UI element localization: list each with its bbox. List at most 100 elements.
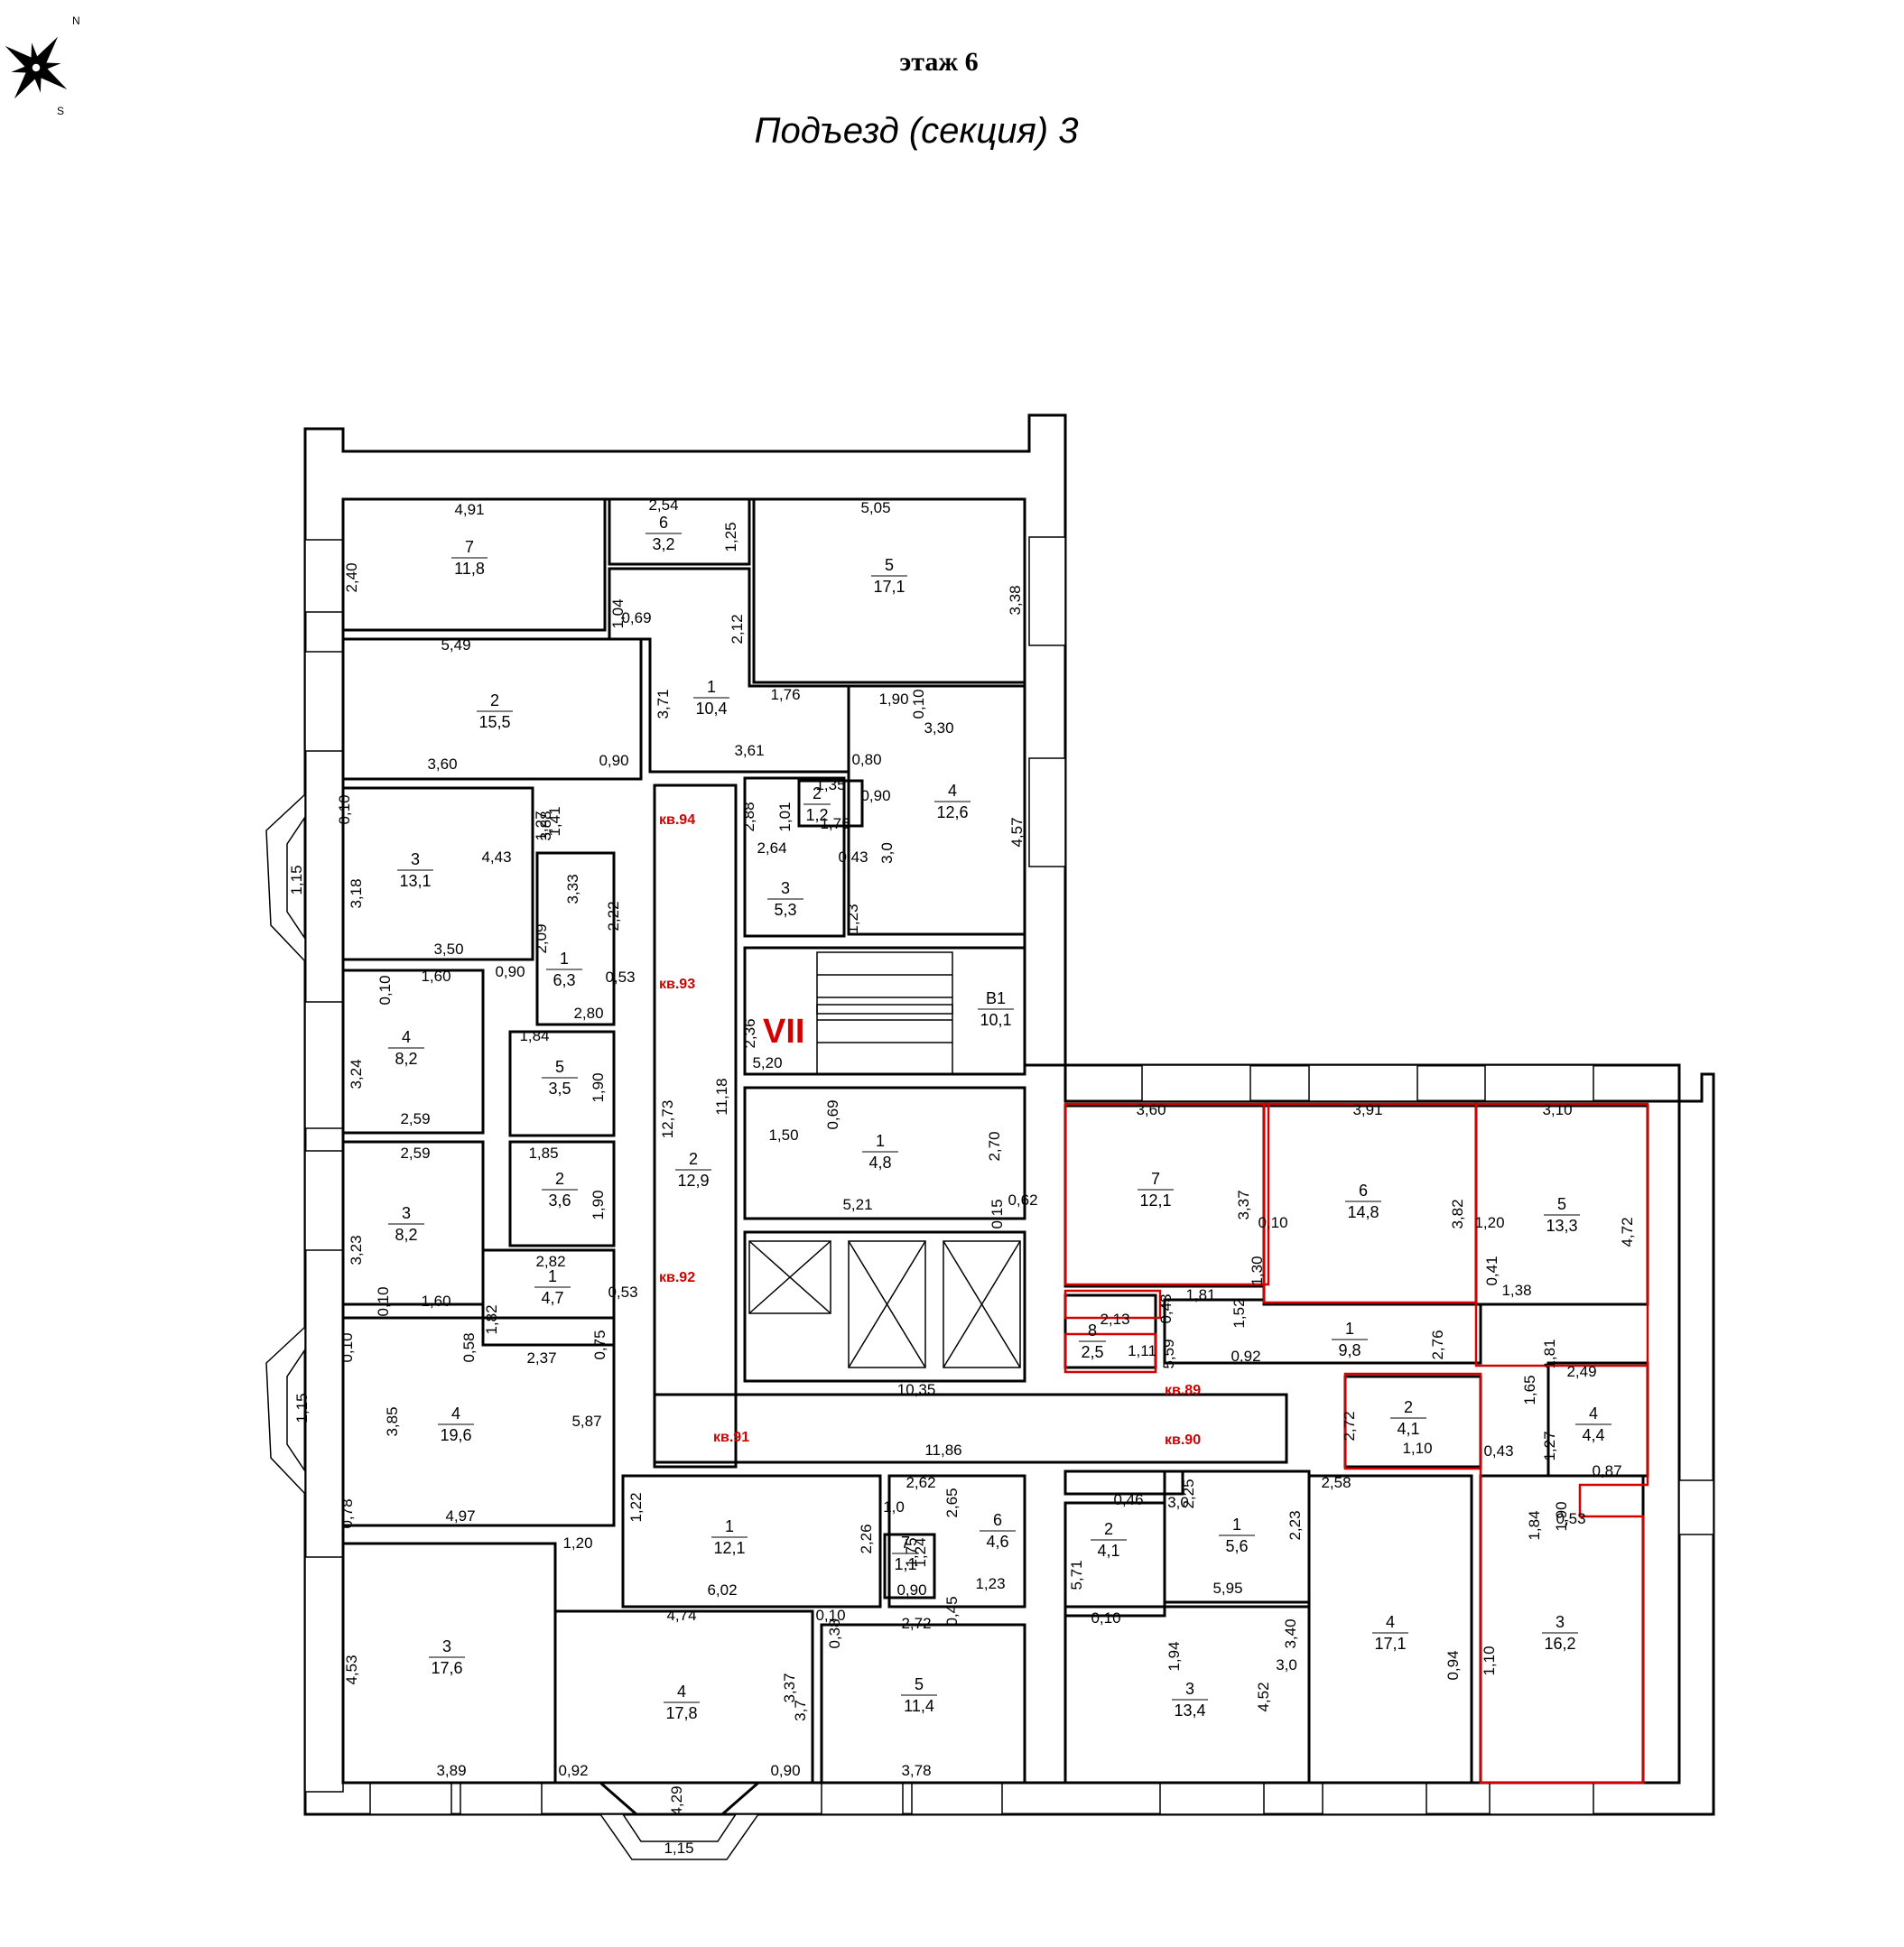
dimension-label: 0,80 [851,751,881,768]
dimension-label: 1,65 [1521,1375,1538,1405]
dimension-label: 1,41 [546,806,563,836]
dimension-label: 0,10 [910,689,927,719]
dimension-label: 1,75 [903,1537,920,1567]
room-label: 21,2 [803,784,831,824]
apartment-label: кв.90 [1165,1432,1201,1448]
dimension-label: 4,29 [668,1785,685,1815]
dimension-label: 1,76 [770,686,800,703]
room-label: 614,8 [1345,1182,1381,1221]
svg-text:10,1: 10,1 [980,1011,1011,1029]
svg-text:3: 3 [411,850,420,868]
dimension-label: 1,84 [1526,1510,1543,1540]
dimension-label: 3,18 [348,878,365,908]
dimension-label: 0,41 [1483,1256,1500,1285]
room-label: 711,8 [451,538,488,578]
dimension-label: 1,82 [483,1304,500,1334]
svg-text:12,1: 12,1 [1139,1191,1171,1210]
dimension-label: 2,26 [858,1524,875,1553]
dimension-label: 2,80 [573,1005,603,1022]
room-label: 110,4 [693,678,729,718]
stairs-icon [816,951,953,1075]
room-label: 212,9 [675,1150,711,1190]
dimension-label: 1,94 [1166,1641,1183,1671]
svg-text:11,8: 11,8 [454,560,485,578]
room-label: 112,1 [711,1517,748,1557]
dimension-label: 0,92 [1231,1348,1260,1365]
svg-text:2: 2 [1104,1520,1113,1538]
dimension-label: 0,53 [605,969,635,986]
svg-text:7: 7 [1151,1170,1160,1188]
svg-text:4: 4 [1589,1405,1598,1423]
dimension-label: 0,62 [1008,1191,1037,1209]
dimension-label: 1,10 [1402,1440,1432,1457]
dimension-label: 6,02 [707,1581,737,1599]
dimension-label: 3,0 [1167,1494,1189,1511]
dimension-label: 2,58 [1321,1474,1351,1491]
dimension-label: 3,37 [1235,1190,1252,1219]
dimension-label: 0,10 [1258,1214,1287,1231]
apartment-label: кв.91 [713,1430,749,1445]
svg-text:6,3: 6,3 [553,971,575,989]
svg-text:4: 4 [1386,1613,1395,1631]
dimension-label: 5,59 [1160,1339,1177,1368]
svg-text:1,1: 1,1 [894,1555,916,1573]
dimension-label: 3,91 [1352,1101,1382,1118]
dimension-label: 2,36 [741,1018,758,1048]
svg-text:2: 2 [555,1170,564,1188]
dimension-label: 0,38 [826,1618,843,1648]
dimension-label: 1,27 [533,811,550,840]
dimension-label: 0,10 [375,1286,392,1316]
dimension-label: 4,57 [1008,817,1026,847]
dimension-label: 2,40 [343,562,360,592]
svg-text:12,6: 12,6 [936,803,968,821]
dimension-label: 3,89 [436,1762,466,1779]
dimension-label: 3,23 [348,1235,365,1265]
dimension-label: 5,71 [1068,1560,1085,1590]
svg-text:4,8: 4,8 [868,1154,891,1172]
dimension-label: 1,11 [1128,1342,1156,1359]
dimension-label: 3,0 [1276,1656,1297,1673]
dimension-label: 2,49 [1566,1363,1596,1380]
svg-text:17,8: 17,8 [665,1704,697,1722]
room-label: 35,3 [767,879,803,919]
compass-north: N [72,14,80,27]
dimension-label: 2,65 [943,1488,961,1517]
windows [265,536,1714,1860]
room-label: 14,8 [862,1132,898,1172]
apartment-label: кв.89 [1165,1383,1201,1398]
dimension-label: 0,43 [1157,1293,1175,1323]
svg-text:4,1: 4,1 [1097,1542,1119,1560]
dimension-label: 3,82 [1449,1199,1466,1228]
svg-text:1: 1 [707,678,716,696]
svg-text:11,4: 11,4 [904,1697,934,1715]
dimension-label: 1,24 [912,1537,929,1567]
dimension-label: 2,12 [729,614,746,644]
dimension-label: 4,43 [481,848,511,866]
dimension-label: 4,72 [1619,1217,1636,1247]
dimension-label: 3,33 [564,874,581,904]
svg-text:3: 3 [781,879,790,897]
svg-text:1: 1 [1345,1320,1354,1338]
svg-text:3,5: 3,5 [548,1080,571,1098]
dimension-label: 2,82 [535,1253,565,1270]
dimension-label: 0,90 [599,752,628,769]
dimension-label: 4,52 [1255,1682,1272,1711]
dimension-label: 0,10 [815,1607,845,1624]
svg-text:3: 3 [1185,1680,1194,1698]
svg-text:5,6: 5,6 [1225,1537,1248,1555]
svg-text:3,2: 3,2 [652,535,674,553]
dimension-label: 11,86 [924,1442,961,1459]
dimension-label: 1,0 [883,1498,905,1516]
room-label: 313,4 [1172,1680,1208,1720]
svg-text:1: 1 [1232,1516,1241,1534]
room-label: 313,1 [397,850,433,890]
dimension-label: 3,10 [1542,1101,1572,1118]
dimension-label: 3,60 [427,756,457,773]
room-label: 82,5 [1079,1321,1106,1361]
svg-text:5: 5 [915,1675,924,1693]
room-label: 15,6 [1219,1516,1255,1555]
dimension-label: 1,84 [519,1027,549,1044]
dimension-label: 0,10 [1091,1609,1120,1627]
dimension-label: 3,0 [878,842,896,864]
svg-text:1: 1 [876,1132,885,1150]
